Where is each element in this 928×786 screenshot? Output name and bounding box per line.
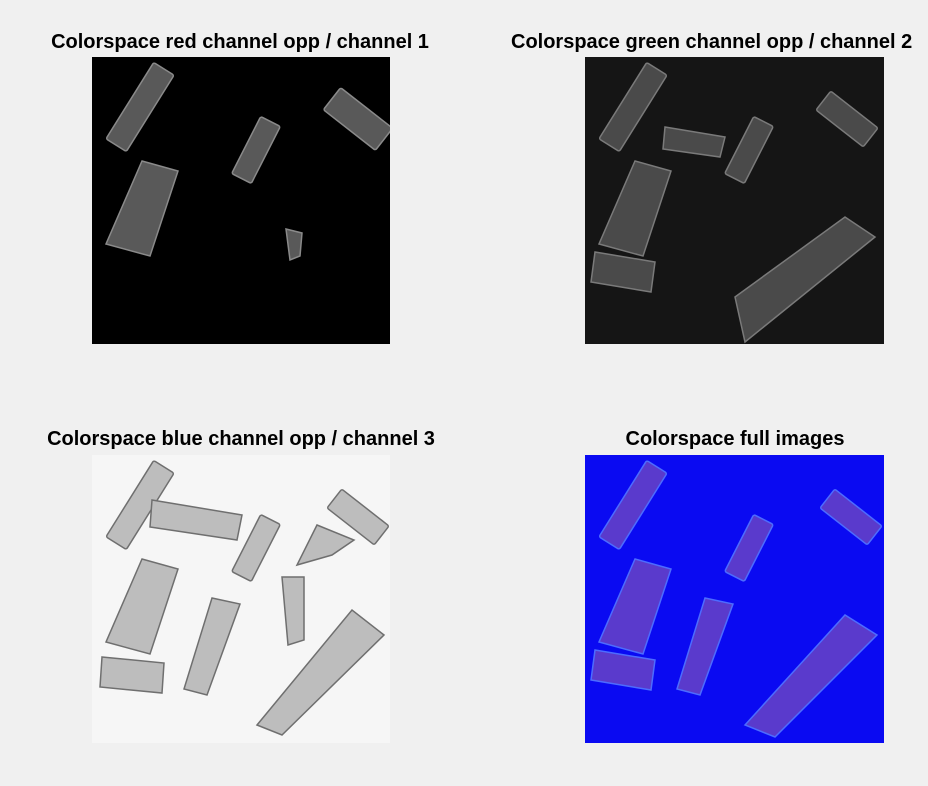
green-channel-image xyxy=(585,57,884,344)
blue-channel-image xyxy=(92,455,390,743)
full-color-image xyxy=(585,455,884,743)
panel-title-full: Colorspace full images xyxy=(625,428,845,450)
panel-title-blue: Colorspace blue channel opp / channel 3 xyxy=(47,428,435,450)
image-full-color xyxy=(585,455,884,743)
panel-title-green: Colorspace green channel opp / channel 2 xyxy=(511,31,913,53)
image-red-channel xyxy=(92,57,390,344)
image-green-channel xyxy=(585,57,884,344)
panel-title-red: Colorspace red channel opp / channel 1 xyxy=(51,31,429,53)
image-blue-channel xyxy=(92,455,390,743)
red-channel-image xyxy=(92,57,390,344)
